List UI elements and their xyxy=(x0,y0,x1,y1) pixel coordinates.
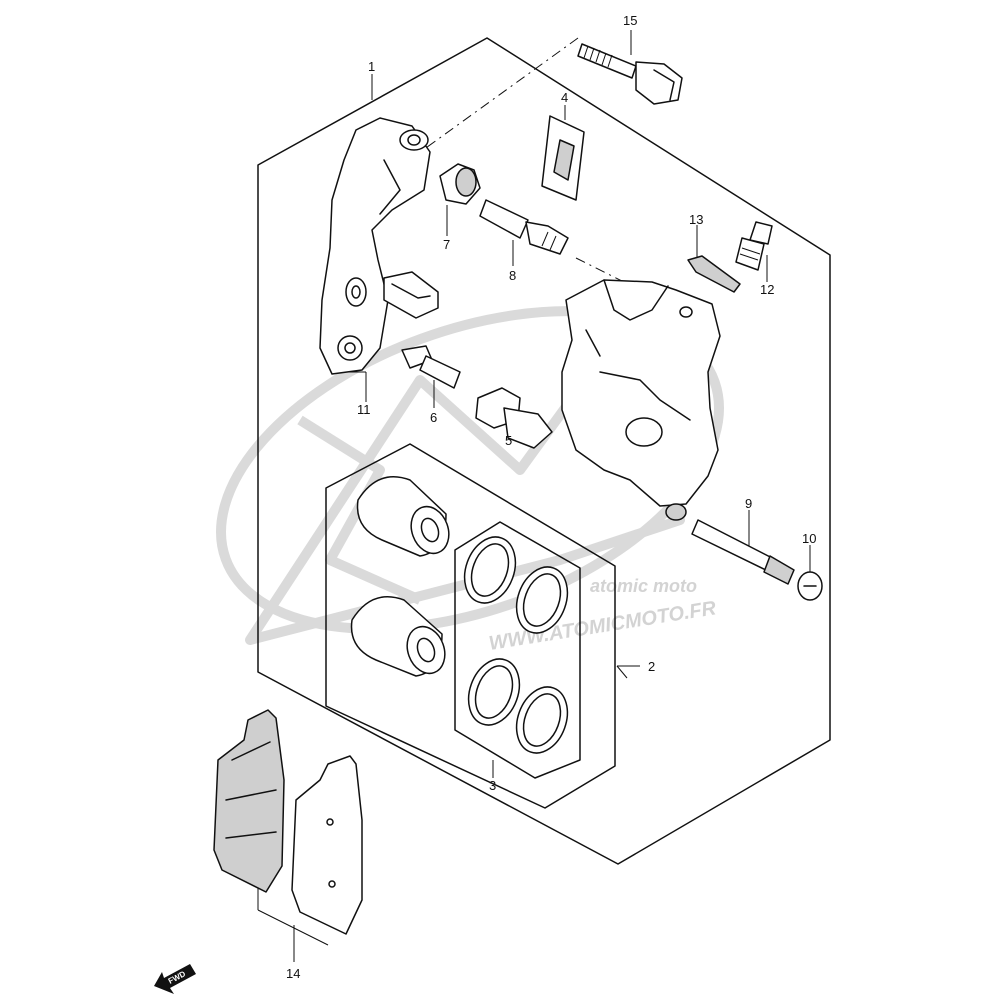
callout-3: 3 xyxy=(489,778,496,793)
part-4-pad-spring xyxy=(541,115,585,201)
callout-labels: 1 2 3 4 5 6 7 8 9 10 11 12 13 14 15 xyxy=(286,13,816,981)
piston-lower xyxy=(350,596,446,677)
callout-14: 14 xyxy=(286,966,300,981)
part-15-bolt xyxy=(577,43,683,105)
callout-11: 11 xyxy=(357,402,371,417)
watermark-logo-text: atomic moto xyxy=(590,576,697,596)
callout-9: 9 xyxy=(745,496,752,511)
callout-2: 2 xyxy=(648,659,655,674)
part-11-bracket xyxy=(319,117,431,375)
seal-kit-frame-2 xyxy=(325,443,616,809)
part-8-slide-pin xyxy=(479,199,569,255)
callout-7: 7 xyxy=(443,237,450,252)
callout-10: 10 xyxy=(802,531,816,546)
part-11-pad-spring xyxy=(383,271,439,319)
part-6-slide-pin xyxy=(401,345,461,389)
part-14-brake-pads xyxy=(213,709,363,935)
part-9-pad-pin xyxy=(691,519,795,585)
piston-upper xyxy=(356,476,450,557)
assembly-frame-1 xyxy=(257,37,831,865)
callout-8: 8 xyxy=(509,268,516,283)
callout-4: 4 xyxy=(561,90,568,105)
part-5-boot xyxy=(475,387,553,449)
part-10-plug xyxy=(797,571,823,601)
callout-5: 5 xyxy=(505,433,512,448)
callout-13: 13 xyxy=(689,212,703,227)
fwd-direction-arrow: FWD xyxy=(154,964,196,994)
callout-12: 12 xyxy=(760,282,774,297)
callout-15: 15 xyxy=(623,13,637,28)
callout-6: 6 xyxy=(430,410,437,425)
seal-rings xyxy=(463,536,569,754)
part-13-bleeder-cap xyxy=(687,255,741,293)
part-7-boot xyxy=(439,163,481,205)
part-12-bleeder-valve xyxy=(735,221,773,271)
caliper-body xyxy=(561,279,721,521)
leader-lines xyxy=(257,30,811,962)
piston-seal-frame-3 xyxy=(454,521,581,779)
callout-1: 1 xyxy=(368,59,375,74)
